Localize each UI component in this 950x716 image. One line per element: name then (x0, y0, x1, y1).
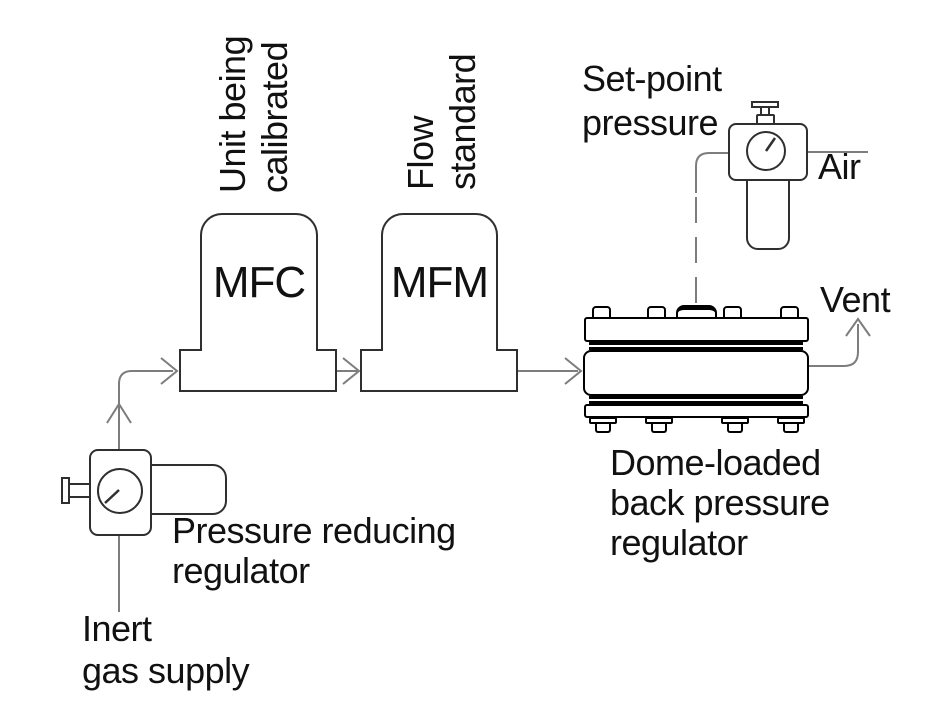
unit-being-calibrated-label: Unit being calibrated (212, 35, 295, 193)
mfm-label: MFM (390, 258, 489, 307)
flow-standard-label: Flow standard (400, 53, 483, 190)
regulator-to-mfc-pipe (118, 370, 173, 451)
mfm-unit: MFM (381, 213, 498, 351)
bolt-washer (777, 417, 805, 424)
pressure-reducing-regulator-label: Pressure reducing regulator (172, 510, 456, 591)
pressure-gauge-icon (97, 468, 143, 514)
dome-bottom-bolt (645, 417, 673, 433)
set-point-line-solid (695, 152, 728, 193)
vent-pipe (808, 324, 859, 367)
pressure-reducing-knob-icon (61, 477, 70, 504)
air-label: Air (818, 146, 861, 187)
bolt-washer (721, 417, 749, 424)
bolt-nut (651, 424, 667, 433)
bolt-nut (783, 424, 799, 433)
set-point-pressure-label: Set-point pressure (582, 58, 722, 143)
arrow-into-dome-icon (564, 357, 583, 385)
bolt-nut (727, 424, 743, 433)
arrow-into-mfm-icon (342, 357, 361, 385)
set-point-gauge-icon (746, 131, 786, 171)
mfc-label: MFC (212, 258, 306, 307)
dome-bottom-bolt (777, 417, 805, 433)
vent-arrow-icon (845, 317, 871, 337)
set-point-knob-icon (751, 101, 779, 108)
dome-gasket-band (589, 342, 803, 350)
bolt-washer (645, 417, 673, 424)
up-arrow-icon (106, 402, 132, 424)
inert-gas-supply-label: Inert gas supply (82, 608, 250, 691)
vent-label: Vent (820, 279, 891, 320)
dome-bottom-bolt (721, 417, 749, 433)
dome-loaded-regulator-label: Dome-loaded back pressure regulator (610, 442, 830, 563)
dome-bottom-flange (584, 404, 809, 418)
bolt-nut (595, 424, 611, 433)
bolt-washer (589, 417, 617, 424)
dome-regulator-body (583, 350, 809, 396)
mfm-base (360, 349, 518, 392)
dome-top-flange (584, 317, 809, 342)
gauge-needle-icon (104, 489, 120, 504)
dome-bottom-bolt (589, 417, 617, 433)
arrow-into-mfc-icon (160, 357, 179, 385)
gauge-needle-icon (764, 137, 777, 152)
mfc-unit: MFC (200, 213, 318, 351)
set-point-regulator-bowl (746, 179, 790, 250)
mfc-base (179, 349, 337, 392)
dome-gasket-band (589, 396, 803, 404)
pressure-reducing-regulator-capsule (150, 464, 227, 515)
